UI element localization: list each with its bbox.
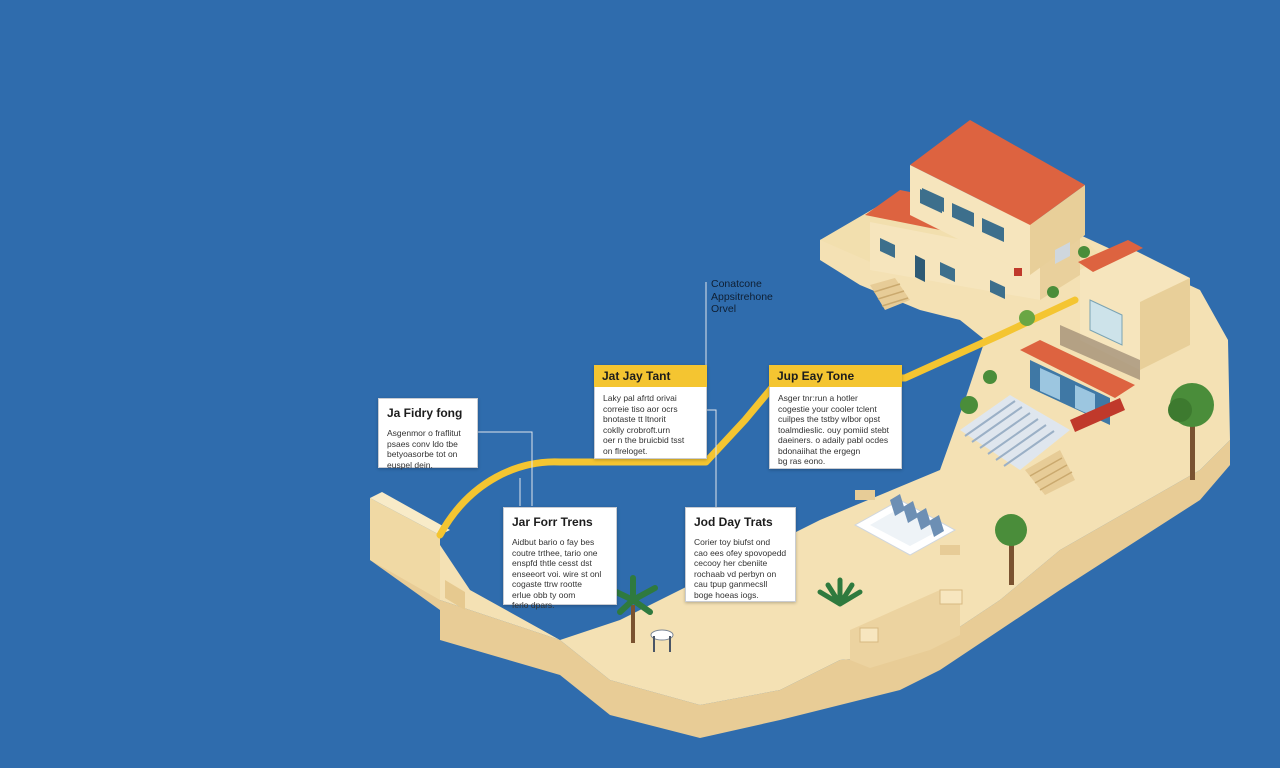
info-card-5-title: Jod Day Trats bbox=[694, 515, 773, 529]
island-platform bbox=[370, 210, 1230, 738]
info-card-4-title: Jar Forr Trens bbox=[512, 515, 593, 529]
trees bbox=[609, 246, 1214, 652]
info-card-1: Ja Fidry fong Asgenmor o fraflitut psaes… bbox=[378, 398, 478, 470]
side-building bbox=[960, 240, 1190, 495]
info-card-2-body: Laky pal afrtd orivai correie tiso aor o… bbox=[603, 393, 685, 456]
info-card-4-body: Aidbut bario o fay bes coutre trthee, ta… bbox=[512, 537, 602, 610]
info-card-2: Jat Jay Tant Laky pal afrtd orivai corre… bbox=[594, 365, 707, 459]
info-card-1-title: Ja Fidry fong bbox=[387, 406, 463, 420]
callout-label: Conatcone Appsitrehone Orvel bbox=[711, 278, 773, 315]
info-card-3-body: Asger tnr:run a hotler cogestie your coo… bbox=[778, 393, 890, 466]
info-card-5-body: Corier toy biufst ond cao ees ofey spovo… bbox=[694, 537, 787, 600]
info-card-4: Jar Forr Trens Aidbut bario o fay bes co… bbox=[503, 507, 617, 610]
info-card-3-title: Jup Eay Tone bbox=[769, 365, 902, 387]
main-building bbox=[820, 120, 1100, 310]
connector-lines bbox=[478, 282, 717, 508]
pool-deck bbox=[853, 490, 960, 556]
info-card-3: Jup Eay Tone Asger tnr:run a hotler coge… bbox=[769, 365, 902, 469]
info-card-2-title: Jat Jay Tant bbox=[594, 365, 707, 387]
info-card-5: Jod Day Trats Corier toy biufst ond cao … bbox=[685, 507, 796, 602]
info-card-1-body: Asgenmor o fraflitut psaes conv ldo tbe … bbox=[387, 428, 461, 470]
walking-path bbox=[436, 296, 1079, 539]
